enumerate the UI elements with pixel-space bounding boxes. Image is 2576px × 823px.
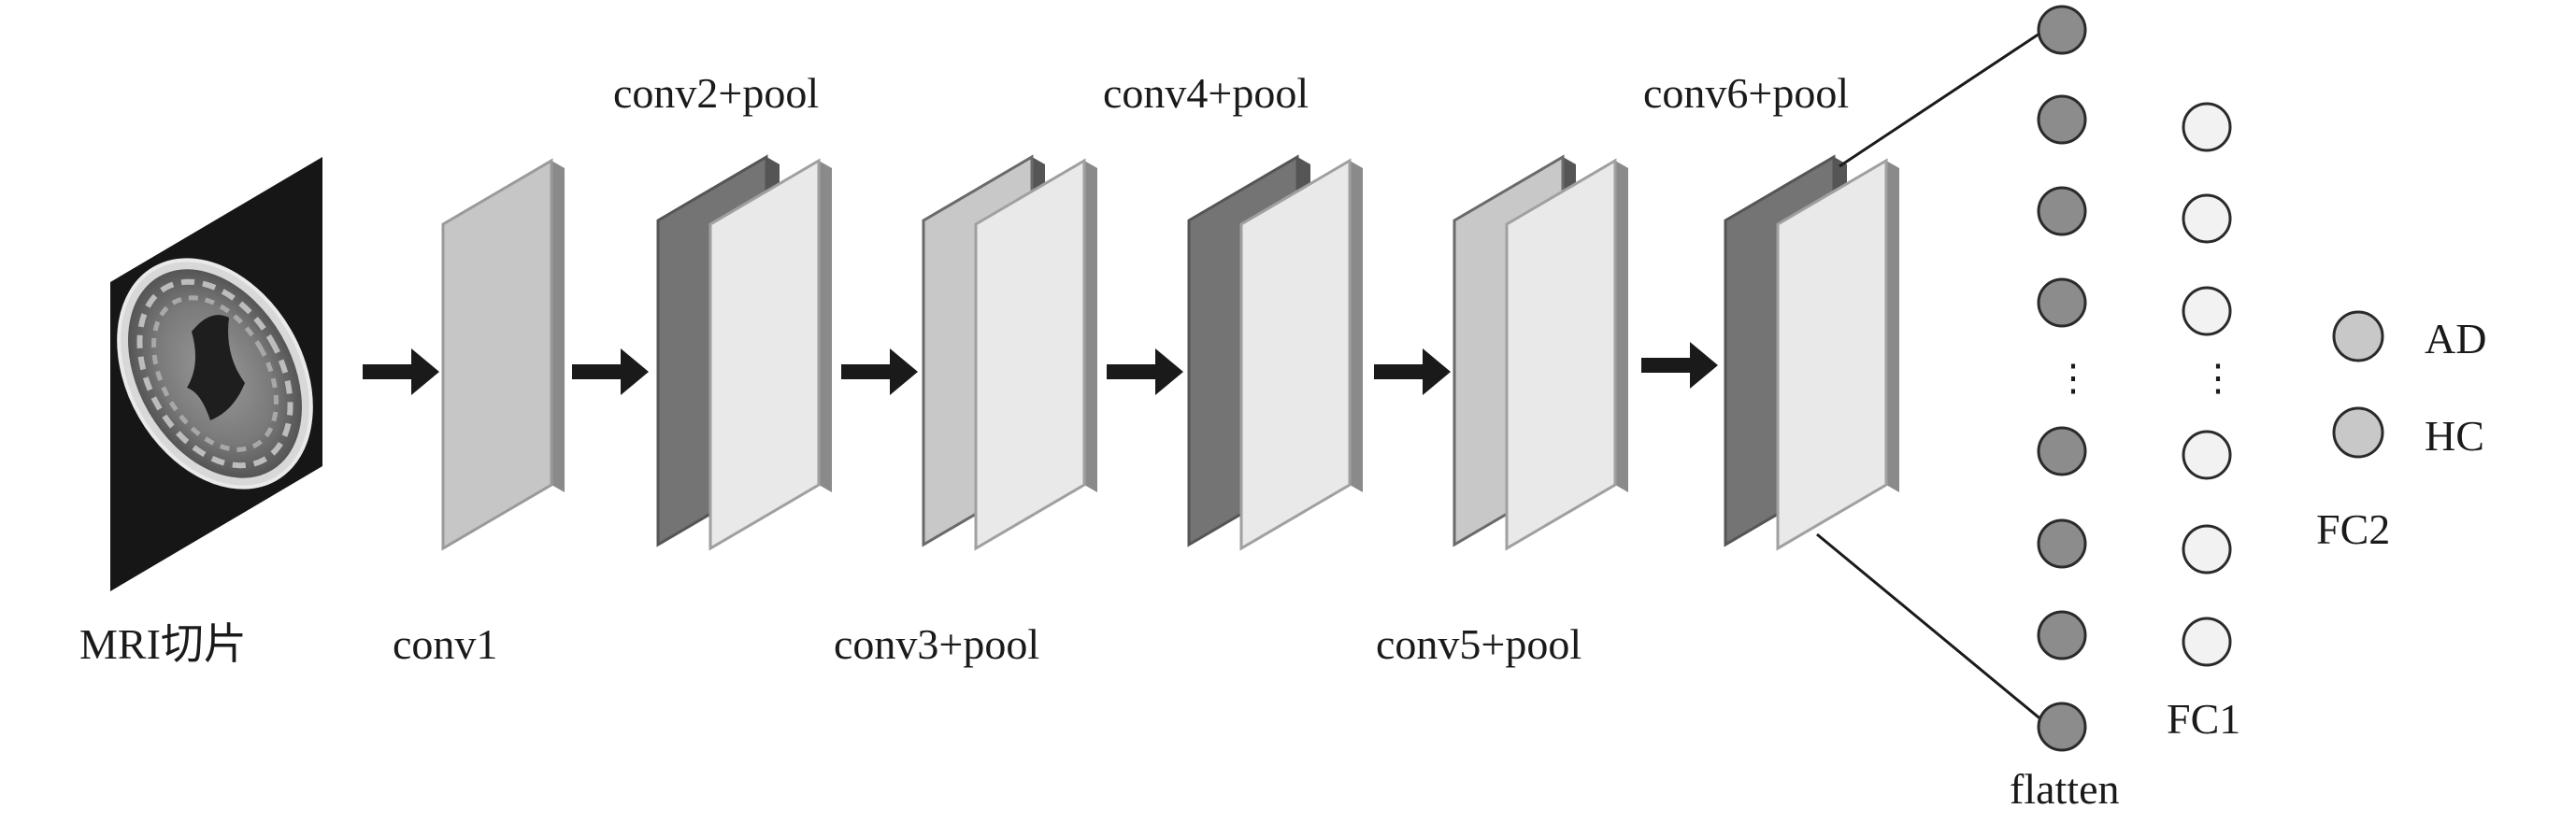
flatten-node [2037,186,2087,236]
output-label-hc: HC [2425,412,2484,460]
conv2-pool-label: conv2+pool [613,69,819,117]
arrow-4 [1107,348,1183,395]
output-label-ad: AD [2425,315,2486,362]
flatten-node [2037,702,2087,752]
conv6-pool-label: conv6+pool [1643,69,1849,117]
flatten-node [2037,426,2087,476]
conv1-label: conv1 [393,620,497,668]
arrow-2 [572,348,649,395]
fc2-label: FC2 [2316,505,2390,553]
connector-bottom [1816,532,2044,723]
fc1-node [2182,617,2232,667]
arrow-1 [363,348,439,395]
arrow-6 [1641,342,1718,389]
conv5-pool-layer [1453,154,1628,551]
fc1-ellipsis: ⋮ [2199,357,2237,399]
fc1-label: FC1 [2167,695,2240,743]
output-node-hc [2332,406,2384,459]
output-nodes [2332,310,2384,459]
flatten-node [2037,94,2087,145]
conv4-pool-layer [1187,154,1363,551]
flatten-node [2037,518,2087,569]
fc1-node [2182,286,2232,336]
flatten-node [2037,277,2087,328]
conv5-pool-label: conv5+pool [1376,620,1581,668]
mri-slice-label: MRI切片 [79,620,247,668]
connector-top [1839,28,2046,168]
conv3-pool-layer [922,154,1097,551]
fc1-node [2182,430,2232,480]
output-node-ad [2332,310,2384,362]
flatten-label: flatten [2010,765,2120,813]
conv3-pool-label: conv3+pool [834,620,1039,668]
arrow-5 [1374,348,1451,395]
fc1-node [2182,193,2232,244]
conv1-layer [441,158,565,551]
fc1-nodes [2182,102,2232,667]
flatten-ellipsis: ⋮ [2054,357,2092,399]
flatten-node [2037,5,2087,55]
conv6-pool-layer [1724,154,1899,551]
flatten-node [2037,610,2087,660]
flow-arrows [363,342,1718,395]
conv2-pool-layer [656,154,832,551]
mri-slice-image [110,157,322,591]
flatten-nodes [2037,5,2087,752]
fc1-node [2182,102,2232,152]
conv4-pool-label: conv4+pool [1103,69,1309,117]
fc1-node [2182,524,2232,575]
arrow-3 [841,348,918,395]
